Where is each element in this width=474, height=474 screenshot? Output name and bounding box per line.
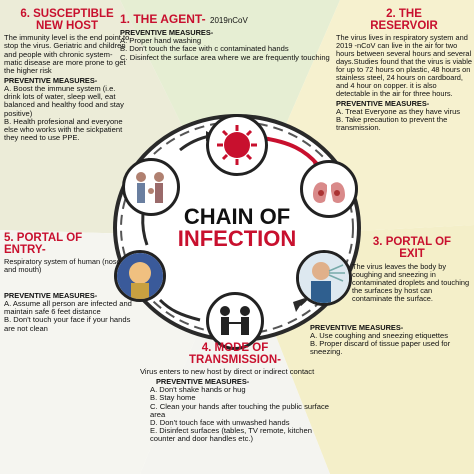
chain-links (120, 121, 354, 335)
reservoir-heading-1: 2. THE (386, 8, 422, 20)
agent-block: 1. THE AGENT- 2019nCoV PREVENTIVE MEASUR… (120, 10, 338, 62)
host-heading-1: 6. SUSCEPTIBLE (20, 8, 114, 20)
transmission-measures: A. Don't shake hands or hug B. Stay home… (150, 385, 330, 444)
entry-measures: A. Assume all person are infected and ma… (4, 298, 136, 333)
agent-pm-label: PREVENTIVE MEASURES- (120, 28, 214, 38)
arrow-head-2 (293, 298, 305, 312)
exit-measure: B. Proper discard of tissue paper used f… (310, 339, 451, 357)
transmission-heading-2: TRANSMISSION- (189, 354, 281, 367)
entry-pm-label: PREVENTIVE MEASURES- (4, 291, 98, 300)
reservoir-block: 2. THE RESERVOIR The virus lives in resp… (336, 8, 472, 133)
host-heading-2: NEW HOST (36, 20, 98, 33)
host-measure: A. Boost the immune system (i.e. drink l… (4, 84, 124, 118)
lungs-icon (300, 160, 358, 218)
face-entry-icon (114, 250, 166, 302)
exit-measure: A. Use coughing and sneezing etiquettes (310, 330, 449, 340)
arrow-transmission-to-entry (158, 298, 201, 322)
exit-measures-block: PREVENTIVE MEASURES- A. Use coughing and… (310, 322, 470, 357)
host-measure: B. Health profesional and everyone else … (4, 116, 123, 143)
transmission-block: 4. MODE OF TRANSMISSION- Virus enters to… (140, 342, 330, 444)
center-title-line1: CHAIN OF (183, 204, 291, 229)
sneezing-person-icon (296, 250, 352, 306)
center-title-line2: INFECTION (177, 226, 297, 251)
family-host-icon (122, 158, 180, 216)
reservoir-measure: B. Take precaution to prevent the transm… (336, 115, 448, 133)
agent-heading: 1. THE AGENT- (120, 12, 206, 26)
exit-block: 3. PORTAL OF EXIT The virus leaves the b… (352, 236, 472, 303)
host-block: 6. SUSCEPTIBLE NEW HOST The immunity lev… (4, 8, 130, 142)
host-measures: A. Boost the immune system (i.e. drink l… (4, 84, 130, 143)
exit-text: The virus leaves the body by coughing an… (352, 262, 470, 304)
virus-icon (206, 114, 268, 176)
reservoir-text: The virus lives in respiratory system an… (336, 33, 472, 99)
reservoir-heading-2: RESERVOIR (370, 20, 438, 33)
entry-heading-1: 5. PORTAL OF (4, 232, 83, 244)
transmission-measure: C. Clean your hands after touching the p… (150, 401, 329, 419)
transmission-people-icon (206, 292, 264, 350)
entry-block: 5. PORTAL OF ENTRY- Respiratory system o… (4, 232, 122, 274)
host-pm-label: PREVENTIVE MEASURES- (4, 76, 98, 86)
reservoir-pm-label: PREVENTIVE MEASURES- (336, 99, 430, 108)
entry-measure: A. Assume all person are infected and ma… (4, 298, 132, 317)
arrow-agent-to-reservoir (261, 136, 320, 167)
exit-heading-1: 3. PORTAL OF (372, 236, 452, 248)
entry-measure: B. Don't touch your face if your hands a… (4, 315, 131, 333)
transmission-text: Virus enters to new host by direct or in… (140, 367, 315, 377)
agent-measures: A. Proper hand washing B. Don't touch th… (120, 37, 338, 62)
agent-tag: 2019nCoV (210, 16, 248, 25)
entry-measures-block: PREVENTIVE MEASURES- A. Assume all perso… (4, 290, 136, 333)
transmission-heading-1: 4. MODE OF (201, 342, 269, 354)
center-title: CHAIN OF INFECTION (138, 206, 336, 250)
exit-measures: A. Use coughing and sneezing etiquettes … (310, 330, 470, 357)
entry-text: Respiratory system of human (nose and mo… (4, 257, 121, 275)
transmission-measure: A. Don't shake hands or hug (150, 385, 246, 395)
reservoir-measure: A. Treat Everyone as they have virus (336, 106, 461, 116)
transmission-measure: B. Stay home (150, 393, 196, 403)
entry-heading-2: ENTRY- (4, 244, 46, 257)
host-text: The immunity level is the end point to s… (4, 33, 130, 75)
reservoir-measures: A. Treat Everyone as they have virus B. … (336, 106, 472, 133)
agent-measure: B. Don't touch the face with c contamina… (120, 44, 289, 54)
transmission-sector (140, 237, 330, 474)
agent-measure: A. Proper hand washing (120, 36, 202, 46)
transmission-measure: E. Disinfect surfaces (tables, TV remote… (150, 426, 312, 444)
transmission-pm-label: PREVENTIVE MEASURES- (156, 377, 250, 387)
transmission-measure: D. Don't touch face with unwashed hands (150, 418, 290, 428)
agent-measure: C. Disinfect the surface area where we a… (120, 52, 330, 62)
exit-heading-2: EXIT (399, 248, 425, 261)
exit-pm-label: PREVENTIVE MEASURES- (310, 323, 404, 332)
